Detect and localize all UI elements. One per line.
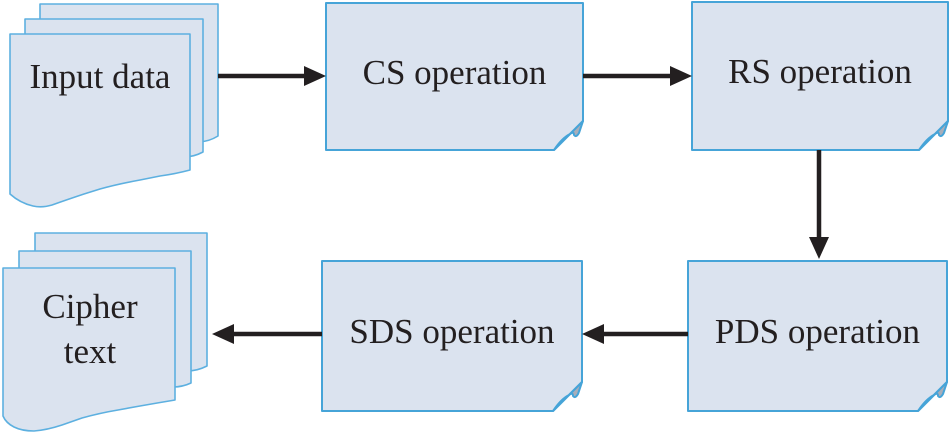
arrowhead-left-icon: [212, 324, 234, 344]
node-input-data-shape: [9, 3, 219, 208]
folded-corner: [917, 381, 948, 412]
arrow-rs-to-pds: [809, 150, 829, 259]
node-pds-operation-shape: [687, 260, 948, 412]
document-page-front: [2, 267, 176, 432]
arrowhead-left-icon: [582, 324, 604, 344]
arrowhead-right-icon: [304, 66, 326, 86]
arrowhead-down-icon: [809, 237, 829, 259]
node-sds-operation-shape: [321, 260, 583, 412]
arrow-sds-to-cipher: [212, 324, 322, 344]
node-cipher-text-shape: [2, 232, 208, 432]
note-box: [691, 1, 949, 151]
note-box: [687, 260, 948, 412]
folded-corner: [552, 381, 583, 412]
document-page-front: [9, 33, 191, 208]
folded-corner: [918, 120, 949, 151]
arrow-pds-to-sds: [582, 324, 688, 344]
node-rs-operation-shape: [691, 1, 949, 151]
folded-corner: [553, 120, 584, 151]
note-box: [321, 260, 583, 412]
node-cs-operation-shape: [325, 2, 584, 151]
arrowhead-right-icon: [670, 66, 692, 86]
arrow-cs-to-rs: [583, 66, 692, 86]
note-box: [325, 2, 584, 151]
arrow-input-to-cs: [218, 66, 326, 86]
